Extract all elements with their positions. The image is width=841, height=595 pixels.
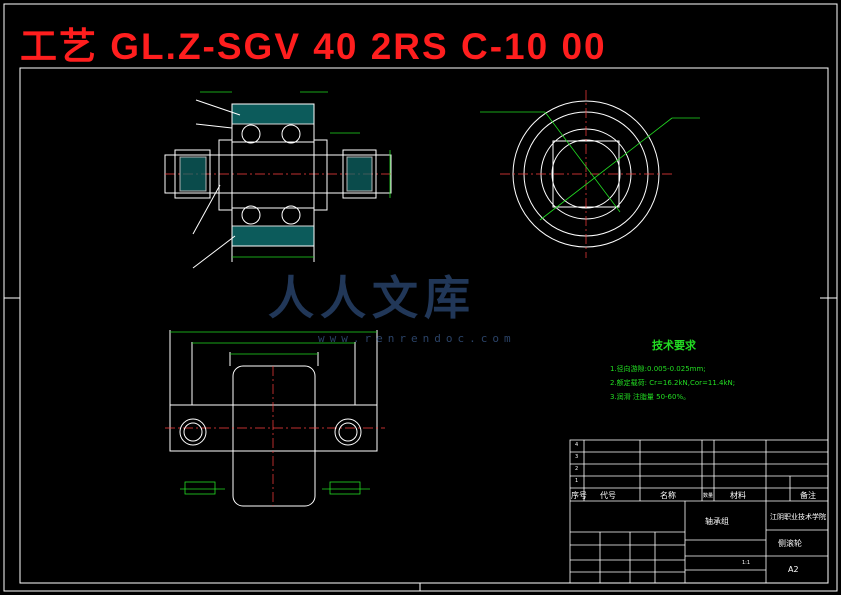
header-name: 名称 <box>660 491 676 500</box>
title-block <box>569 439 829 584</box>
side-view <box>500 90 672 258</box>
tech-requirement-1: 1.径向游隙:0.005-0.025mm; <box>610 365 706 373</box>
row-number-2: 2 <box>575 466 579 472</box>
side-view-leaders <box>480 111 700 221</box>
row-number-1: 1 <box>575 478 579 484</box>
sheet-size: A2 <box>788 565 799 574</box>
tech-requirement-2: 2.额定载荷: Cr=16.2kN,Cor=11.4kN; <box>610 379 736 387</box>
drawing-name: 轴承组 <box>705 517 729 526</box>
bottom-view-dimensions <box>170 331 377 495</box>
row-number-4: 4 <box>575 442 579 448</box>
watermark-url: www.renrendoc.com <box>318 332 516 345</box>
section-view <box>164 99 392 269</box>
header-material: 材料 <box>730 491 746 500</box>
bottom-view <box>165 330 385 507</box>
section-dimensions <box>200 91 391 258</box>
header-code: 代号 <box>600 491 616 500</box>
part-name: 侧滚轮 <box>778 539 802 548</box>
row-number-3: 3 <box>575 454 579 460</box>
tech-requirements-title: 技术要求 <box>652 339 696 352</box>
tech-requirement-3: 3.润滑 注脂量 50-60%。 <box>610 393 691 401</box>
header-remark: 备注 <box>800 491 816 500</box>
drawing-title: 工艺 GL.Z-SGV 40 2RS C-10 00 <box>20 26 607 67</box>
inner-frame <box>19 67 829 584</box>
header-qty: 数量 <box>703 493 714 499</box>
scale: 1:1 <box>742 560 751 566</box>
watermark-logo: 人人文库 <box>268 271 476 325</box>
school-name: 江阴职业技术学院 <box>770 513 826 521</box>
header-seq: 序号 <box>571 491 587 500</box>
